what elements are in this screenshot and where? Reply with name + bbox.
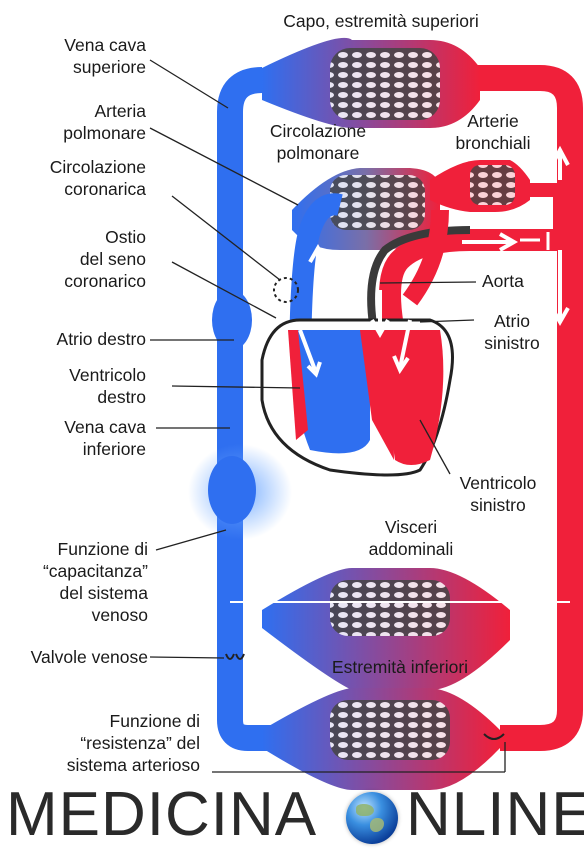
label-pulmonary-circulation: Circolazione polmonare (269, 121, 367, 163)
label-coronary-circulation: Circolazione coronarica (49, 157, 146, 199)
label-inferior-vena-cava: Vena cava inferiore (64, 417, 146, 459)
coronary-sinus (273, 277, 299, 303)
label-lower-limbs: Estremità inferiori (331, 657, 469, 677)
brand-word-left: MEDICINA (6, 780, 318, 849)
label-venous-capacitance: Funzione di “capacitanza” del sistema ve… (42, 539, 148, 625)
arterial-vessel (470, 65, 583, 751)
globe-icon (346, 792, 398, 844)
right-atrium-bulge (212, 290, 252, 350)
leader-lines (149, 59, 506, 773)
label-venous-valves: Valvole venose (30, 647, 148, 667)
label-left-ventricle: Ventricolo sinistro (459, 473, 537, 515)
label-head-upper-limbs: Capo, estremità superiori (283, 11, 479, 31)
label-right-ventricle: Ventricolo destro (69, 365, 146, 407)
label-right-atrium: Atrio destro (56, 329, 146, 349)
label-superior-vena-cava: Vena cava superiore (64, 35, 146, 77)
venous-valves (225, 653, 245, 660)
vena-cava-bulge (208, 456, 256, 524)
label-pulmonary-artery: Arteria polmonare (63, 101, 146, 143)
venous-vessel (217, 67, 300, 751)
label-left-atrium: Atrio sinistro (484, 311, 540, 353)
left-ventricle (388, 330, 444, 465)
arterial-valve (483, 733, 505, 740)
label-bronchial-arteries: Arterie bronchiali (455, 111, 531, 153)
label-aorta: Aorta (482, 271, 524, 291)
brand-logo: MEDICINA NLINE (0, 782, 584, 848)
label-abdominal-viscera: Visceri addominali (368, 517, 454, 559)
label-coronary-sinus-ostium: Ostio del seno coronarico (64, 227, 146, 291)
label-arterial-resistance: Funzione di “resistenza” del sistema art… (66, 711, 200, 775)
flow-arrows (298, 145, 570, 378)
brand-word-right: NLINE (406, 780, 584, 849)
